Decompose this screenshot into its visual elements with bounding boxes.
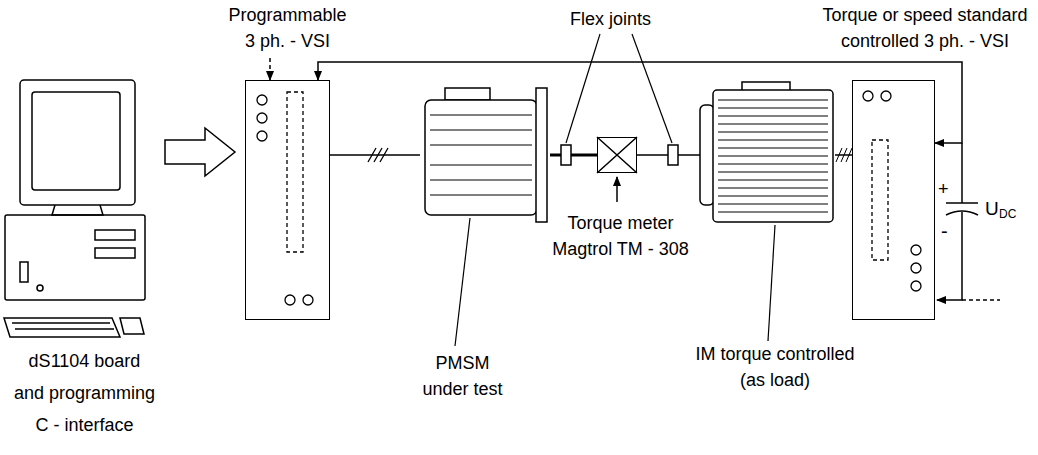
dc-link-wire [318,62,962,143]
node-outline [245,80,330,320]
connection-line [835,154,852,156]
board-label: dS1104 board and programming C - interfa… [12,345,157,441]
three-phase-marks [368,148,852,162]
part-label: Flex joints [570,8,651,31]
control-input [269,58,271,80]
label-anchor: - [941,218,948,244]
induction-motor-node: IM torque controlled (as load) [690,85,860,405]
flow-arrow [165,128,235,176]
node-outline [420,85,550,225]
node-label: Torque meter Magtrol TM - 308 [543,210,698,262]
label-anchor: Flex joints [570,8,651,31]
computer [4,80,145,337]
flex-joint [668,145,678,165]
signal-label: + [938,178,949,201]
connection-line [550,154,597,157]
dc-link [937,143,1000,300]
node-outline [700,85,835,225]
signal-label: - [941,218,948,244]
vsi-details [257,91,921,305]
torque-meter-details [597,137,637,202]
vsi-box: Programmable 3 ph. - VSI [225,2,350,322]
pmsm-motor [425,88,547,222]
node-outline [597,137,637,173]
node-label: Programmable 3 ph. - VSI [225,2,350,54]
label-anchor: dS1104 board and programming C - interfa… [12,345,157,441]
connection-line [330,154,420,156]
torque-meter-node: Torque meter Magtrol TM - 308 [545,137,695,267]
induction-motor [700,82,833,222]
leader-lines [455,34,775,346]
label-anchor: U [985,196,999,221]
label-anchor: + [938,178,949,201]
pmsm-motor-node: PMSM under test [405,85,555,415]
node-outline [852,80,935,320]
node-label: IM torque controlled (as load) [695,341,855,393]
vsi-box: Torque or speed standard controlled 3 ph… [815,2,1035,322]
node-label: PMSM under test [415,350,510,402]
label-anchor: DC [999,206,1016,222]
signal-label: U [985,196,999,221]
node-label: Torque or speed standard controlled 3 ph… [815,2,1035,54]
flex-joint [561,145,571,165]
signal-label: DC [999,206,1016,222]
